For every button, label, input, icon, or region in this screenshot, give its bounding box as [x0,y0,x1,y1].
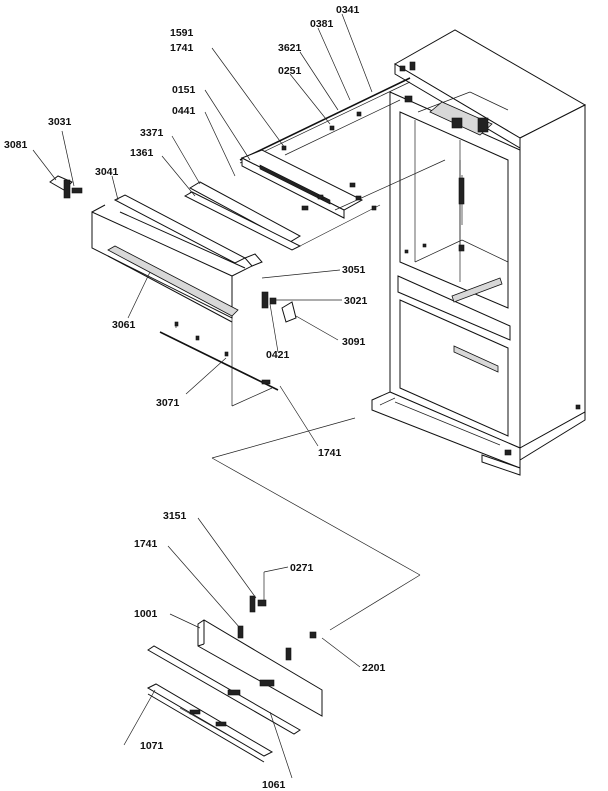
label-1741-top: 1741 [170,42,194,54]
label-0381: 0381 [310,18,334,30]
panel-assembly-3041 [49,175,297,407]
label-3371: 3371 [140,127,164,139]
label-0421: 0421 [266,349,290,361]
label-0271: 0271 [290,562,314,574]
label-0441: 0441 [172,105,196,117]
label-1741-mid: 1741 [318,447,342,459]
label-1361: 1361 [130,147,154,159]
label-3081: 3081 [4,139,28,151]
label-3621: 3621 [278,42,302,54]
label-1061: 1061 [262,779,286,791]
label-1001: 1001 [134,608,158,620]
label-0341: 0341 [336,4,360,16]
label-3061: 3061 [112,319,136,331]
part-labels: 0341 0381 1591 1741 3621 0251 0151 0441 … [4,4,386,791]
label-3071: 3071 [156,397,180,409]
refrigerator-cabinet [371,29,587,476]
label-3031: 3031 [48,116,72,128]
label-0251: 0251 [278,65,302,77]
label-1591: 1591 [170,27,194,39]
label-0151: 0151 [172,84,196,96]
label-2201: 2201 [362,662,386,674]
label-3021: 3021 [344,295,368,307]
label-3051: 3051 [342,264,366,276]
label-3151: 3151 [163,510,187,522]
label-3041: 3041 [95,166,119,178]
lower-panel-assembly [146,595,323,763]
leader-lines [32,13,373,779]
label-1741-low: 1741 [134,538,158,550]
label-1071: 1071 [140,740,164,752]
label-3091: 3091 [342,336,366,348]
connector-lines [211,417,421,631]
top-rail-assembly [183,77,446,251]
